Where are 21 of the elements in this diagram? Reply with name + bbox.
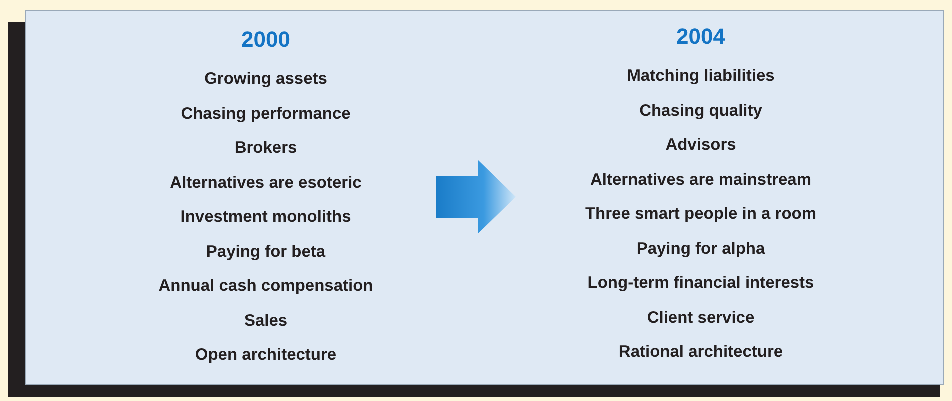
- list-item: Client service: [647, 308, 755, 328]
- list-item: Paying for beta: [206, 242, 326, 262]
- list-item: Long-term financial interests: [588, 273, 814, 293]
- list-item: Investment monoliths: [180, 207, 352, 227]
- list-item: Sales: [244, 310, 288, 330]
- list-item: Brokers: [234, 138, 298, 158]
- list-item: Rational architecture: [618, 342, 784, 362]
- list-item: Alternatives are esoteric: [170, 172, 362, 192]
- list-item: Alternatives are mainstream: [590, 170, 812, 190]
- column-heading: 2000: [242, 27, 290, 53]
- list-item: Open architecture: [195, 345, 337, 365]
- list-item: Growing assets: [204, 69, 328, 89]
- list-item: Annual cash compensation: [158, 276, 374, 296]
- column-heading: 2004: [676, 24, 726, 50]
- list-item: Matching liabilities: [627, 66, 775, 86]
- list-item: Chasing quality: [640, 100, 762, 120]
- list-item: Chasing performance: [181, 104, 351, 124]
- list-item: Paying for alpha: [636, 238, 766, 258]
- block-arrow: [436, 160, 516, 234]
- list-item: Three smart people in a room: [585, 204, 817, 224]
- list-item: Advisors: [666, 135, 736, 155]
